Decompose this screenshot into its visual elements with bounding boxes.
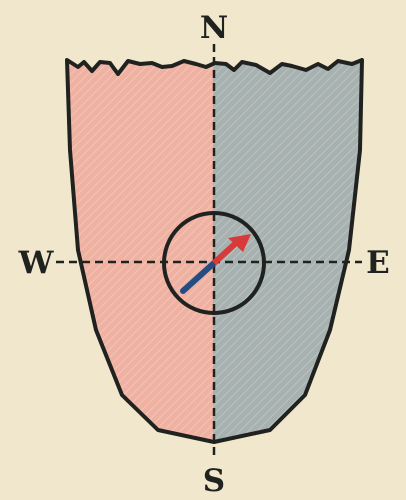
needle-arrowhead [228, 234, 251, 252]
label-east: E [366, 245, 390, 281]
label-north: N [200, 10, 228, 46]
magnet-outline [65, 58, 364, 444]
east-half-gray [213, 60, 362, 442]
label-west: W [18, 245, 55, 281]
label-south: S [203, 463, 225, 499]
compass-circle [162, 211, 266, 315]
needle-north-end [211, 240, 239, 266]
needle-south-end [180, 260, 217, 294]
